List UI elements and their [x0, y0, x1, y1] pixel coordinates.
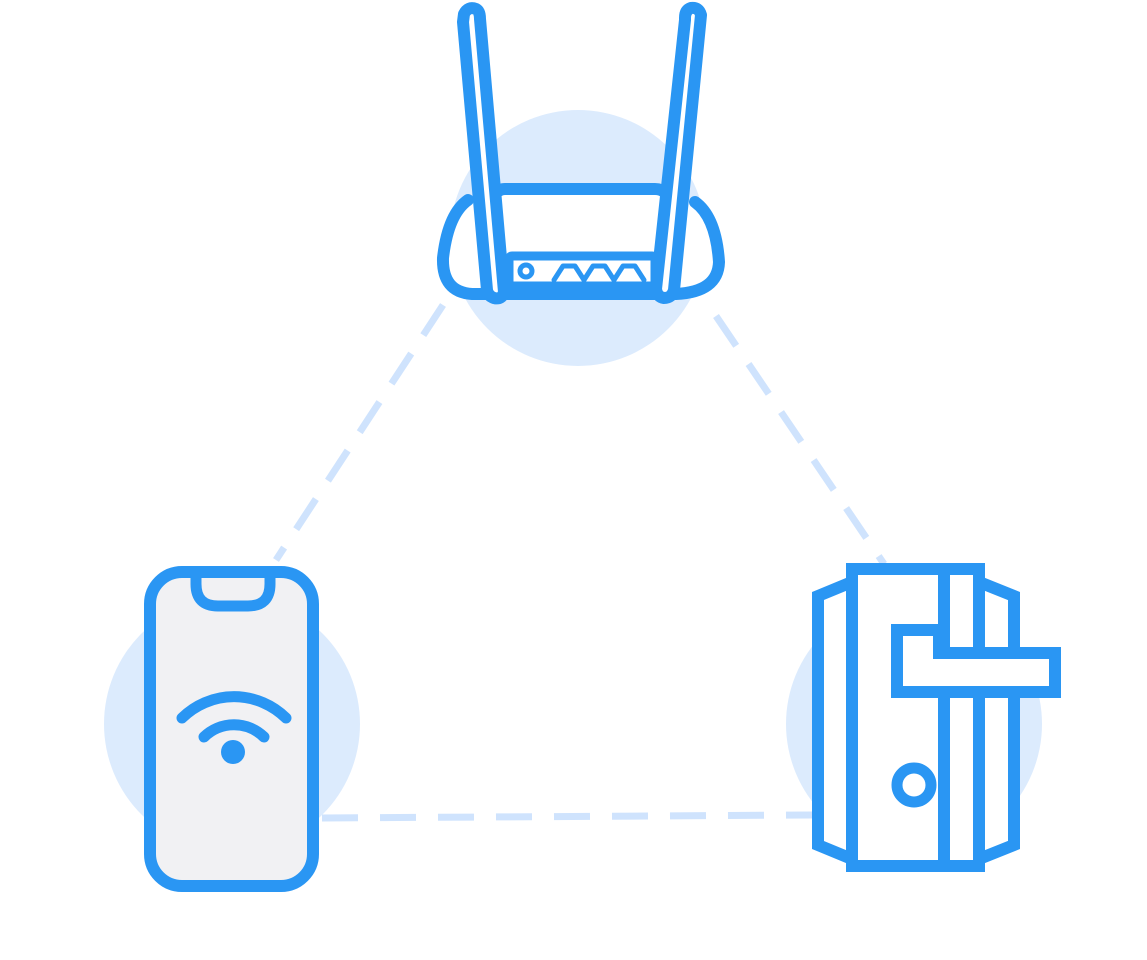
link-router-lock: [713, 314, 887, 566]
link-phone-lock: [321, 811, 813, 822]
connector-lines: [273, 303, 887, 822]
phone-wifi-icon: [144, 566, 319, 892]
wifi-dot: [221, 740, 245, 764]
link-router-phone: [273, 303, 446, 562]
router-icon: [437, 1, 725, 305]
phone-notch: [190, 574, 276, 612]
wifi-icon: [176, 691, 292, 743]
door-lock-icon: [812, 563, 1061, 872]
